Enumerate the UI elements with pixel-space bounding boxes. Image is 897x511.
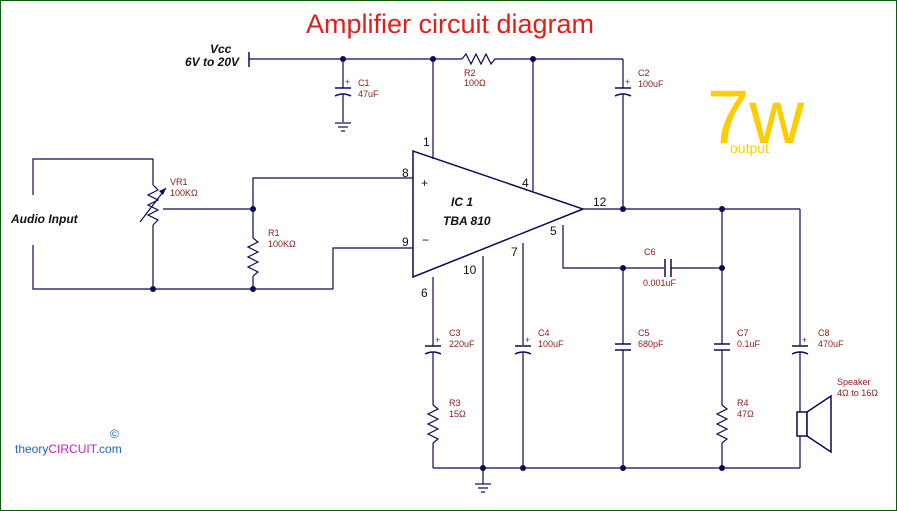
pin-10-label: 10 (463, 263, 477, 277)
c4-plus: + (525, 335, 530, 345)
speaker-label: Speaker (837, 377, 871, 387)
r2-ref: R2 (464, 68, 476, 78)
capacitor-c7: C7 0.1uF (714, 328, 761, 405)
c5-ref: C5 (638, 328, 650, 338)
capacitor-c2: + C2 100uF (614, 59, 664, 209)
audio-input-terminals: Audio Input (10, 158, 154, 290)
capacitor-c4: + C4 100uF (514, 328, 564, 468)
c4-value: 100uF (538, 339, 564, 349)
output-power-value: 7w (707, 75, 805, 160)
vcc-label: Vcc (210, 42, 232, 56)
ground-symbol-c1 (335, 122, 351, 132)
capacitor-c1: + C1 47uF (334, 59, 379, 122)
c5-value: 680pF (638, 339, 664, 349)
ic-ref: IC 1 (451, 195, 473, 209)
speaker-icon: Speaker 4Ω to 16Ω (796, 377, 878, 468)
junction-dot (520, 465, 526, 471)
pin-4-label: 4 (522, 176, 529, 190)
ic-plus-input-symbol: + (421, 176, 428, 190)
junction-dot (620, 206, 626, 212)
r4-value: 47Ω (737, 409, 754, 419)
pin-5-label: 5 (550, 224, 557, 238)
pin-5-wire (562, 225, 664, 269)
r1-ref: R1 (268, 228, 280, 238)
r2-value: 100Ω (464, 78, 486, 88)
pin-12-label: 12 (593, 195, 607, 209)
r3-value: 15Ω (449, 409, 466, 419)
c7-ref: C7 (737, 328, 749, 338)
c2-plus: + (625, 77, 630, 87)
c1-plus: + (345, 77, 350, 87)
resistor-r3: R3 15Ω (426, 398, 466, 468)
ic-minus-input-symbol: − (422, 233, 429, 247)
r3-ref: R3 (449, 398, 461, 408)
capacitor-c6: C6 0.001uF (643, 247, 722, 288)
ic-part-number: TBA 810 (443, 214, 491, 228)
junction-dot (719, 465, 725, 471)
audio-input-label: Audio Input (10, 212, 79, 226)
c8-value: 470uF (818, 339, 844, 349)
resistor-r2: R2 100Ω (461, 52, 498, 88)
r4-ref: R4 (737, 398, 749, 408)
diagram-title: Amplifier circuit diagram (306, 9, 594, 39)
pin-6-label: 6 (421, 286, 428, 300)
c8-ref: C8 (818, 328, 830, 338)
pin-8-label: 8 (402, 166, 409, 180)
pin-7-label: 7 (511, 245, 518, 259)
resistor-r1: R1 100KΩ (246, 209, 296, 289)
vr1-value: 100KΩ (170, 188, 198, 198)
vcc-range-label: 6V to 20V (185, 55, 240, 69)
junction-dot (250, 286, 256, 292)
vcc-terminal: Vcc 6V to 20V (185, 42, 250, 69)
ic1-tba810-amplifier: + − IC 1 TBA 810 (412, 149, 586, 279)
pin-9-label: 9 (402, 235, 409, 249)
c3-value: 220uF (449, 339, 475, 349)
output-power-unit: output (730, 140, 769, 156)
speaker-range: 4Ω to 16Ω (837, 388, 878, 398)
theorycircuit-logo: © theoryCIRCUIT.com (15, 427, 122, 456)
c1-value: 47uF (358, 89, 379, 99)
ground-symbol-main (475, 468, 491, 493)
logo-copyright: © (110, 427, 119, 441)
c7-value: 0.1uF (737, 339, 761, 349)
junction-dot (150, 286, 156, 292)
potentiometer-vr1: VR1 100KΩ (139, 177, 253, 289)
logo-text: theoryCIRCUIT.com (15, 442, 122, 456)
c8-plus: + (802, 335, 807, 345)
c6-value: 0.001uF (643, 278, 677, 288)
capacitor-c8: + C8 470uF (791, 328, 844, 412)
pin-1-label: 1 (423, 135, 430, 149)
c4-ref: C4 (538, 328, 550, 338)
vr1-ref: VR1 (170, 177, 188, 187)
c1-ref: C1 (358, 78, 370, 88)
c3-plus: + (435, 335, 440, 345)
c2-ref: C2 (638, 68, 650, 78)
resistor-r4: R4 47Ω (715, 398, 754, 468)
pin-8-wire (252, 177, 413, 209)
capacitor-c5: C5 680pF (615, 268, 664, 468)
junction-dot (620, 465, 626, 471)
r1-value: 100KΩ (268, 239, 296, 249)
output-power-badge: 7w output (707, 75, 805, 160)
c3-ref: C3 (449, 328, 461, 338)
c6-ref: C6 (644, 247, 656, 257)
capacitor-c3: + C3 220uF (424, 328, 475, 405)
pin-9-wire (332, 247, 413, 289)
c2-value: 100uF (638, 79, 664, 89)
